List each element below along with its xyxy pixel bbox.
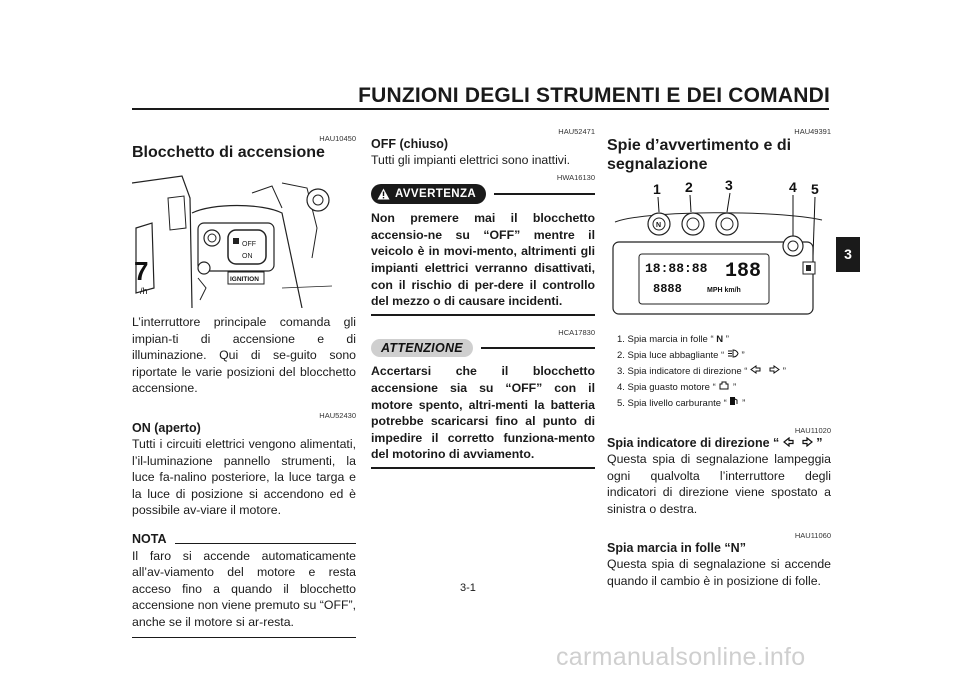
section-code: HWA16130 xyxy=(556,172,595,182)
attention-badge: ATTENZIONE xyxy=(371,338,473,358)
svg-text:MPH km/h: MPH km/h xyxy=(707,287,741,294)
section-code: HAU10450 xyxy=(319,134,356,143)
nota-label: NOTA xyxy=(132,531,167,546)
section-code: HAU49391 xyxy=(794,127,831,136)
callout-1: 1 xyxy=(653,181,661,197)
column-off: HAU52471 OFF (chiuso) Tutti gli impianti… xyxy=(371,127,595,469)
nota-header: NOTA xyxy=(132,531,356,548)
warning-badge: AVVERTENZA xyxy=(371,183,487,205)
page-number: 3-1 xyxy=(460,582,476,594)
ignition-label: IGNITION xyxy=(230,276,259,283)
callout-5: 5 xyxy=(811,181,819,197)
neutral-icon: N xyxy=(730,541,740,556)
section-code: HAU52471 xyxy=(558,127,595,136)
section-title-ignition: Blocchetto di accensione xyxy=(132,144,325,161)
legend-item: 2. Spia luce abbagliante “ ” xyxy=(617,349,745,361)
svg-text:N: N xyxy=(656,222,661,229)
svg-text:18:88:88: 18:88:88 xyxy=(645,261,708,276)
turn-signal-text: Questa spia di segnalazione lampeggia og… xyxy=(607,452,831,516)
watermark: carmanualsonline.info xyxy=(556,643,806,671)
indicator-legend: 1. Spia marcia in folle “ N ” 2. Spia lu… xyxy=(617,332,831,412)
page-header-title: FUNZIONI DEGLI STRUMENTI E DEI COMANDI xyxy=(358,84,830,107)
off-text: Tutti gli impianti elettrici sono inatti… xyxy=(371,153,571,167)
nota-text: Il faro si accende automaticamente all’a… xyxy=(132,548,356,629)
warning-text: Non premere mai il blocchetto accensio-n… xyxy=(371,211,595,309)
neutral-icon: N xyxy=(716,334,724,345)
off-title: OFF (chiuso) xyxy=(371,137,449,151)
warning-triangle-icon xyxy=(377,188,390,200)
high-beam-icon xyxy=(727,349,739,358)
attention-end-rule xyxy=(371,466,595,469)
legend-item: 3. Spia indicatore di direzione “ ” xyxy=(617,365,786,377)
section-code: HCA17830 xyxy=(558,327,595,337)
attention-header: ATTENZIONE xyxy=(371,338,595,358)
legend-item: 1. Spia marcia in folle “ N ” xyxy=(617,334,729,345)
svg-text:ON: ON xyxy=(242,253,253,260)
legend-item: 4. Spia guasto motore “ ” xyxy=(617,381,737,393)
on-title: ON (aperto) xyxy=(132,420,201,435)
svg-text:OFF: OFF xyxy=(242,241,256,248)
section-code: HAU52430 xyxy=(319,410,356,420)
section-code: HAU11020 xyxy=(794,426,831,435)
warning-header: AVVERTENZA xyxy=(371,183,595,205)
on-text: Tutti i circuiti elettrici vengono alime… xyxy=(132,436,356,518)
warning-label: AVVERTENZA xyxy=(395,187,477,200)
warning-end-rule xyxy=(371,313,595,316)
attention-text: Accertarsi che il blocchetto accensione … xyxy=(371,364,595,462)
callout-2: 2 xyxy=(685,180,693,195)
nota-end-rule xyxy=(132,636,356,638)
engine-trouble-icon xyxy=(719,381,729,390)
svg-text:7: 7 xyxy=(134,256,148,286)
neutral-text: Questa spia di segnalazione si accende q… xyxy=(607,557,831,588)
column-indicators: HAU49391 Spie d’avvertimento e di segnal… xyxy=(607,127,831,590)
indicator-panel-figure: 1 2 3 4 5 N 18:88:88 188 8888 MPH km/h xyxy=(612,180,823,315)
neutral-title: Spia marcia in folle “N” xyxy=(607,541,746,556)
warning-rule xyxy=(494,192,595,195)
legend-item: 5. Spia livello carburante “ ” xyxy=(617,397,746,409)
svg-text:/h: /h xyxy=(140,286,148,296)
nota-rule xyxy=(174,542,356,544)
callout-4: 4 xyxy=(789,180,797,195)
svg-text:8888: 8888 xyxy=(653,282,682,296)
header-rule xyxy=(132,108,829,110)
column-ignition: HAU10450 Blocchetto di accensione 7 /h O… xyxy=(132,134,356,638)
turn-signal-icon xyxy=(750,365,780,374)
chapter-tab: 3 xyxy=(836,237,860,272)
turn-signal-title: Spia indicatore di direzione “ ” xyxy=(607,436,823,450)
ignition-intro: L’interruttore principale comanda gli im… xyxy=(132,315,356,396)
section-title-indicators: Spie d’avvertimento e di segnalazione xyxy=(607,137,792,173)
svg-text:188: 188 xyxy=(725,260,761,283)
ignition-switch-figure: 7 /h OFF ON IGNITION xyxy=(132,175,333,308)
attention-rule xyxy=(480,347,595,350)
turn-signal-icon xyxy=(782,436,813,448)
callout-3: 3 xyxy=(725,180,733,193)
section-code: HAU11060 xyxy=(794,531,831,541)
fuel-level-icon xyxy=(730,397,738,405)
